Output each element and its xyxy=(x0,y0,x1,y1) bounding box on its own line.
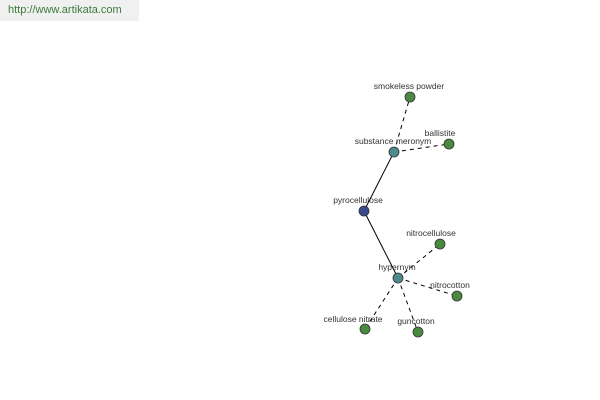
node-smokeless-powder-dot[interactable] xyxy=(404,91,416,103)
node-nitrocotton-dot[interactable] xyxy=(451,290,463,302)
node-smokeless-powder[interactable]: smokeless powder xyxy=(374,81,445,103)
edge-pyrocellulose-substance-meronym xyxy=(363,151,395,212)
node-cellulose-nitrate-label: cellulose nitrate xyxy=(323,314,382,324)
node-ballistite[interactable]: ballistite xyxy=(425,128,456,150)
node-cellulose-nitrate-dot[interactable] xyxy=(359,323,371,335)
node-nitrocellulose-dot[interactable] xyxy=(434,238,446,250)
edge-hypernym-guncotton xyxy=(397,277,419,333)
node-guncotton[interactable]: guncotton xyxy=(397,316,435,338)
nodes-layer: smokeless powder ballistite substance me… xyxy=(323,81,470,338)
node-ballistite-dot[interactable] xyxy=(443,138,455,150)
node-hypernym[interactable]: hypernym xyxy=(378,262,416,284)
node-nitrocellulose-label: nitrocellulose xyxy=(406,228,456,238)
node-guncotton-dot[interactable] xyxy=(412,326,424,338)
node-smokeless-powder-label: smokeless powder xyxy=(374,81,445,91)
node-guncotton-label: guncotton xyxy=(397,316,435,326)
node-pyrocellulose-label: pyrocellulose xyxy=(333,195,383,205)
edge-substance-meronym-ballistite xyxy=(393,143,450,153)
node-substance-meronym[interactable]: substance meronym xyxy=(355,136,432,158)
node-substance-meronym-label: substance meronym xyxy=(355,136,432,146)
node-pyrocellulose[interactable]: pyrocellulose xyxy=(333,195,383,217)
node-hypernym-dot[interactable] xyxy=(392,272,404,284)
node-ballistite-label: ballistite xyxy=(425,128,456,138)
node-substance-meronym-dot[interactable] xyxy=(388,146,400,158)
edge-hypernym-cellulose-nitrate xyxy=(364,277,399,330)
node-hypernym-label: hypernym xyxy=(378,262,415,272)
node-cellulose-nitrate[interactable]: cellulose nitrate xyxy=(323,314,383,335)
edges-layer xyxy=(363,96,458,333)
edge-hypernym-nitrocotton xyxy=(397,277,458,297)
edge-hypernym-nitrocellulose xyxy=(397,243,441,279)
node-nitrocotton[interactable]: nitrocotton xyxy=(430,280,470,302)
edge-substance-meronym-smokeless-powder xyxy=(393,96,411,153)
edge-pyrocellulose-hypernym xyxy=(363,210,399,279)
node-nitrocellulose[interactable]: nitrocellulose xyxy=(406,228,456,250)
node-nitrocotton-label: nitrocotton xyxy=(430,280,470,290)
node-pyrocellulose-dot[interactable] xyxy=(358,205,370,217)
site-url-link[interactable]: http://www.artikata.com xyxy=(0,0,139,21)
